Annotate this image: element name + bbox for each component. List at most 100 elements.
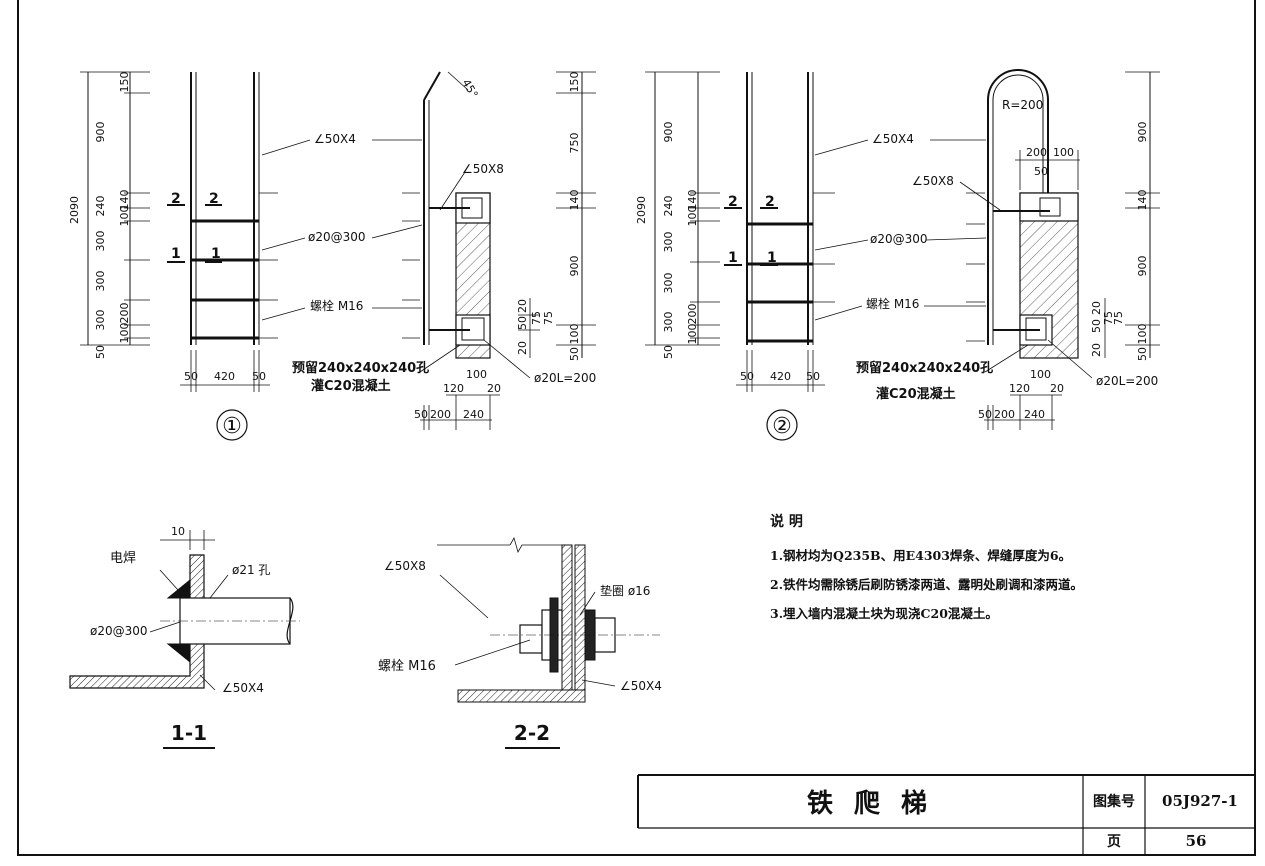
dim-d1-s75b: 75 [542, 311, 555, 325]
s11-bar-label: ø20@300 [90, 624, 148, 638]
dim-d2-300b: 300 [662, 273, 675, 294]
dim-d1-300b: 300 [94, 271, 107, 292]
label-d1-angle-50x8: ∠50X8 [462, 162, 504, 176]
dim-d2-900: 900 [662, 122, 675, 143]
dim-d1-100: 100 [118, 206, 131, 227]
drawing-title: 铁 爬 梯 [807, 788, 933, 819]
notes: 说 明 1.钢材均为Q235B、用E4303焊条、焊缝厚度为6。 2.铁件均需除… [770, 513, 1083, 621]
dim-d2-s75b: 75 [1112, 311, 1125, 325]
detail-2-number: ② [772, 414, 792, 439]
dim-d1-s750: 750 [568, 133, 581, 154]
page-label: 页 [1107, 834, 1121, 850]
note-item-1: 1.钢材均为Q235B、用E4303焊条、焊缝厚度为6。 [770, 548, 1071, 563]
note-item-2: 2.铁件均需除锈后刷防锈漆两道、露明处刷调和漆两道。 [770, 577, 1083, 592]
dim-d2-200: 200 [686, 304, 699, 325]
dim-d1-200: 200 [118, 303, 131, 324]
section-mark-1-left: 1 [171, 246, 181, 262]
dim-d1-100b: 100 [118, 323, 131, 344]
label-d2-bolt: 螺栓 M16 [866, 296, 919, 311]
note-item-3: 3.埋入墙内混凝土块为现浇C20混凝土。 [770, 606, 998, 621]
label-d1-anchor: ø20L=200 [534, 371, 596, 385]
detail-1 [80, 71, 596, 441]
dim-d1-140: 140 [118, 190, 131, 211]
dim-d2-s140: 140 [1136, 190, 1149, 211]
dim-d2-b50a: 50 [740, 370, 754, 383]
dim-d2-s50: 50 [1090, 319, 1103, 333]
dim-d1-900: 900 [94, 122, 107, 143]
title-block [637, 774, 1256, 855]
label-d1-angle45: 45° [459, 77, 480, 100]
s22-washer: 垫圈 ø16 [600, 583, 650, 598]
dim-d1-s140: 140 [568, 190, 581, 211]
label-d1-hole-2: 灌C20混凝土 [311, 378, 391, 394]
dim-d2-s50b: 50 [1136, 347, 1149, 361]
section-mark-2-left-d2: 2 [728, 194, 738, 210]
s11-weld-label: 电焊 [110, 550, 136, 566]
dim-d2-s20b: 20 [1090, 343, 1103, 357]
dim-d1-s150: 150 [568, 72, 581, 93]
s11-angle-label: ∠50X4 [222, 681, 264, 695]
dim-d2-240: 240 [662, 196, 675, 217]
detail-1-text: 150 900 2090 240 140 100 300 300 300 200… [68, 72, 596, 440]
label-d2-angle-50x4: ∠50X4 [872, 132, 914, 146]
section-mark-2-left: 2 [171, 191, 181, 207]
dim-d2-s75a: 75 [1102, 311, 1115, 325]
dim-d1-150: 150 [118, 72, 131, 93]
dim-d2-h20: 20 [1050, 382, 1064, 395]
notes-heading: 说 明 [770, 513, 803, 530]
atlas-label: 图集号 [1093, 793, 1135, 810]
dim-d2-h100: 100 [1030, 368, 1051, 381]
dim-d2-b420: 420 [770, 370, 791, 383]
sheet-border [17, 0, 1256, 856]
dim-d2-s100: 100 [1136, 324, 1149, 345]
label-d2-hole-1: 预留240x240x240孔 [856, 360, 993, 376]
dim-d1-300a: 300 [94, 231, 107, 252]
section-mark-2-right-d2: 2 [765, 194, 775, 210]
dim-d1-50: 50 [94, 345, 107, 359]
s11-title: 1-1 [171, 721, 207, 745]
dim-d1-b420: 420 [214, 370, 235, 383]
dim-d2-h200: 200 [994, 408, 1015, 421]
s22-angle-top: ∠50X8 [384, 559, 426, 573]
dim-d2-s900b: 900 [1136, 256, 1149, 277]
dim-d1-b50b: 50 [252, 370, 266, 383]
dim-d1-h50: 50 [414, 408, 428, 421]
label-d2-hole-2: 灌C20混凝土 [876, 386, 956, 402]
s22-angle-bottom: ∠50X4 [620, 679, 662, 693]
dim-d2-h120: 120 [1009, 382, 1030, 395]
section-mark-1-left-d2: 1 [728, 250, 738, 266]
dim-d1-b50a: 50 [184, 370, 198, 383]
section-1-1-text: 10 电焊 ø21 孔 ø20@300 ∠50X4 1-1 [90, 525, 270, 745]
label-d2-angle-50x8: ∠50X8 [912, 174, 954, 188]
dim-d2-b50b: 50 [806, 370, 820, 383]
dim-d2-2090: 2090 [635, 196, 648, 224]
dim-d2-t50: 50 [1034, 165, 1048, 178]
section-mark-2-right: 2 [209, 191, 219, 207]
detail-1-number: ① [222, 414, 242, 439]
page-value: 56 [1186, 832, 1207, 850]
dim-d1-240: 240 [94, 196, 107, 217]
s11-dim-10: 10 [171, 525, 185, 538]
dim-d2-140: 140 [686, 190, 699, 211]
dim-d1-h240: 240 [463, 408, 484, 421]
dim-d2-h50: 50 [978, 408, 992, 421]
dim-d1-s100: 100 [568, 324, 581, 345]
label-d1-bolt: 螺栓 M16 [310, 298, 363, 313]
atlas-value: 05J927-1 [1162, 792, 1238, 810]
dim-d1-s20a: 20 [516, 299, 529, 313]
dim-d1-h120: 120 [443, 382, 464, 395]
dim-d2-t100: 100 [1053, 146, 1074, 159]
dim-d1-s20b: 20 [516, 341, 529, 355]
section-1-1 [69, 530, 300, 749]
dim-d1-s900: 900 [568, 256, 581, 277]
section-2-2 [437, 536, 660, 749]
dim-d1-s50: 50 [516, 316, 529, 330]
dim-d1-300c: 300 [94, 310, 107, 331]
dim-d2-t200: 200 [1026, 146, 1047, 159]
dim-d2-100b: 100 [686, 324, 699, 345]
detail-2-text: 900 2090 240 140 100 300 300 300 200 100… [635, 98, 1158, 439]
label-d2-anchor: ø20L=200 [1096, 374, 1158, 388]
detail-2 [645, 69, 1160, 441]
dim-d2-50: 50 [662, 345, 675, 359]
dim-d2-300c: 300 [662, 312, 675, 333]
